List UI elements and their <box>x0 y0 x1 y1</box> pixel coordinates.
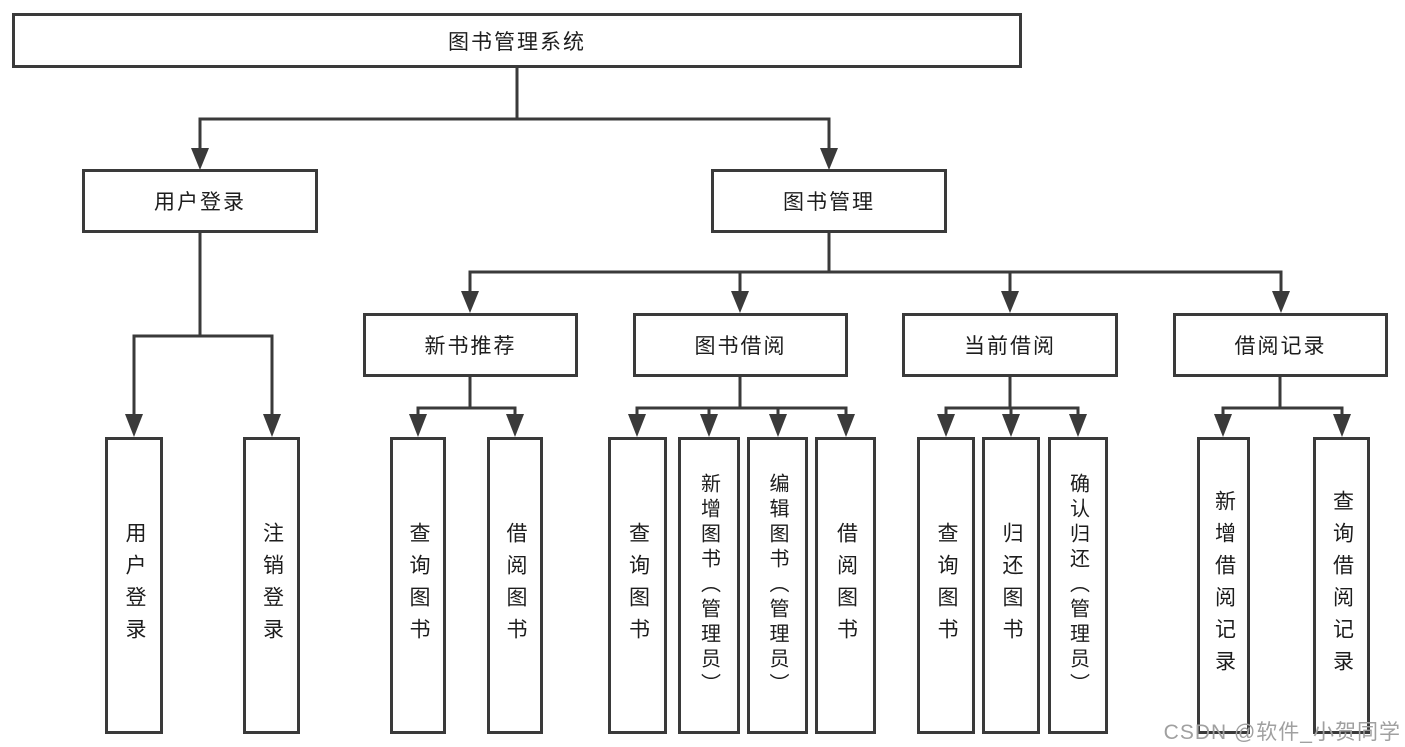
node-root-label: 图书管理系统 <box>448 30 586 54</box>
leaf-confirm-return-admin: 确认归还（管理员） <box>1048 437 1108 734</box>
leaf-query-books-borrow: 查询图书 <box>608 437 667 734</box>
leaf-add-book-admin: 新增图书（管理员） <box>678 437 740 734</box>
leaf-add-book-admin-label: 新增图书（管理员） <box>697 473 720 698</box>
leaf-user-login: 用户登录 <box>105 437 163 734</box>
node-book-borrow: 图书借阅 <box>633 313 848 377</box>
leaf-borrow-books: 借阅图书 <box>815 437 876 734</box>
leaf-borrow-books-label: 借阅图书 <box>834 521 858 650</box>
leaf-return-books: 归还图书 <box>982 437 1040 734</box>
leaf-query-books-recommend: 查询图书 <box>390 437 446 734</box>
node-book-borrow-label: 图书借阅 <box>694 335 787 358</box>
node-current-borrow: 当前借阅 <box>902 313 1118 377</box>
leaf-borrow-books-recommend: 借阅图书 <box>487 437 543 734</box>
node-user-login: 用户登录 <box>82 169 318 233</box>
node-borrow-records-label: 借阅记录 <box>1234 335 1327 358</box>
csdn-watermark: CSDN @软件_小贺同学 <box>1163 721 1401 744</box>
leaf-query-books-current: 查询图书 <box>917 437 975 734</box>
leaf-user-login-label: 用户登录 <box>123 521 146 650</box>
leaf-add-borrow-record: 新增借阅记录 <box>1197 437 1250 734</box>
leaf-logout: 注销登录 <box>243 437 300 734</box>
leaf-return-books-label: 归还图书 <box>1000 521 1023 650</box>
node-root: 图书管理系统 <box>12 13 1022 68</box>
leaf-query-books-current-label: 查询图书 <box>935 521 958 650</box>
leaf-edit-book-admin-label: 编辑图书（管理员） <box>766 473 788 698</box>
leaf-confirm-return-admin-label: 确认归还（管理员） <box>1066 473 1089 698</box>
leaf-edit-book-admin: 编辑图书（管理员） <box>747 437 808 734</box>
node-borrow-records: 借阅记录 <box>1173 313 1388 377</box>
leaf-add-borrow-record-label: 新增借阅记录 <box>1212 489 1236 682</box>
node-book-management-label: 图书管理 <box>783 191 875 214</box>
node-user-login-label: 用户登录 <box>154 191 246 214</box>
leaf-query-borrow-record: 查询借阅记录 <box>1313 437 1370 734</box>
leaf-logout-label: 注销登录 <box>260 521 284 650</box>
node-book-management: 图书管理 <box>711 169 947 233</box>
node-new-book-recommend-label: 新书推荐 <box>424 335 517 358</box>
node-current-borrow-label: 当前借阅 <box>964 335 1056 358</box>
leaf-borrow-books-recommend-label: 借阅图书 <box>504 521 527 650</box>
leaf-query-books-borrow-label: 查询图书 <box>626 521 650 650</box>
node-new-book-recommend: 新书推荐 <box>363 313 578 377</box>
leaf-query-books-recommend-label: 查询图书 <box>407 521 430 650</box>
leaf-query-borrow-record-label: 查询借阅记录 <box>1330 489 1354 682</box>
